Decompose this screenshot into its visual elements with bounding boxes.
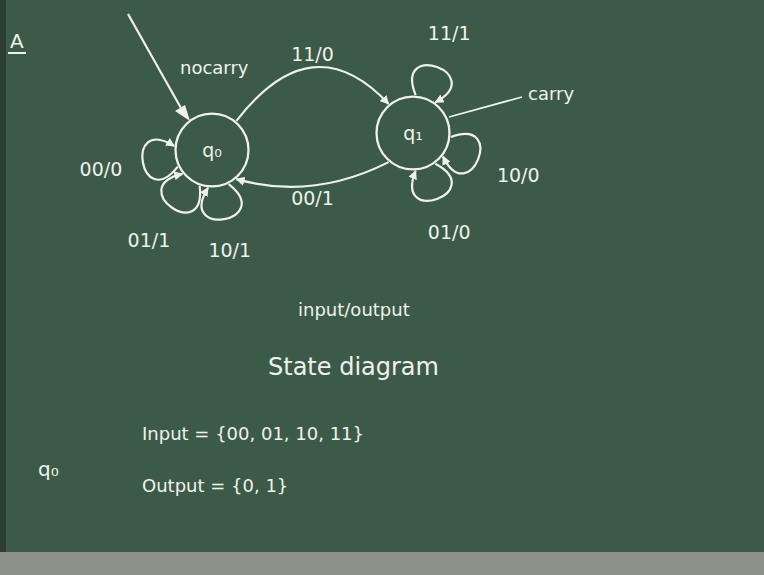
board-label: A	[8, 30, 26, 54]
board-label: State diagram	[266, 354, 441, 380]
edge-label: 10/1	[206, 240, 253, 261]
chalk-tray	[0, 552, 764, 575]
transition-arrow	[236, 67, 388, 121]
board-edge	[0, 0, 6, 552]
leader-line	[449, 97, 522, 117]
edge-label: 01/1	[126, 230, 173, 251]
start-arrowhead	[175, 105, 190, 121]
edge-label: 11/1	[426, 23, 473, 44]
state-name: q₀	[202, 139, 222, 161]
self-loop	[142, 140, 177, 180]
state-name: q₁	[403, 122, 423, 144]
edge-label: 00/0	[78, 159, 125, 180]
edge-label: 10/0	[495, 165, 542, 186]
edge-label: 01/0	[426, 222, 473, 243]
self-loop	[202, 184, 242, 219]
board-label: input/output	[296, 300, 412, 320]
edge-label: 11/0	[289, 44, 336, 65]
board-label: Input = {00, 01, 10, 11}	[140, 424, 366, 444]
board-label: carry	[526, 84, 576, 104]
state-circle: q₁	[375, 95, 451, 171]
edge-label: 00/1	[289, 188, 336, 209]
board-label: nocarry	[178, 58, 250, 78]
self-loop	[161, 174, 200, 213]
state-circle: q₀	[174, 112, 250, 188]
board-label: q₀	[36, 458, 61, 480]
transition-arrow	[236, 162, 388, 187]
board-label: Output = {0, 1}	[140, 476, 290, 496]
